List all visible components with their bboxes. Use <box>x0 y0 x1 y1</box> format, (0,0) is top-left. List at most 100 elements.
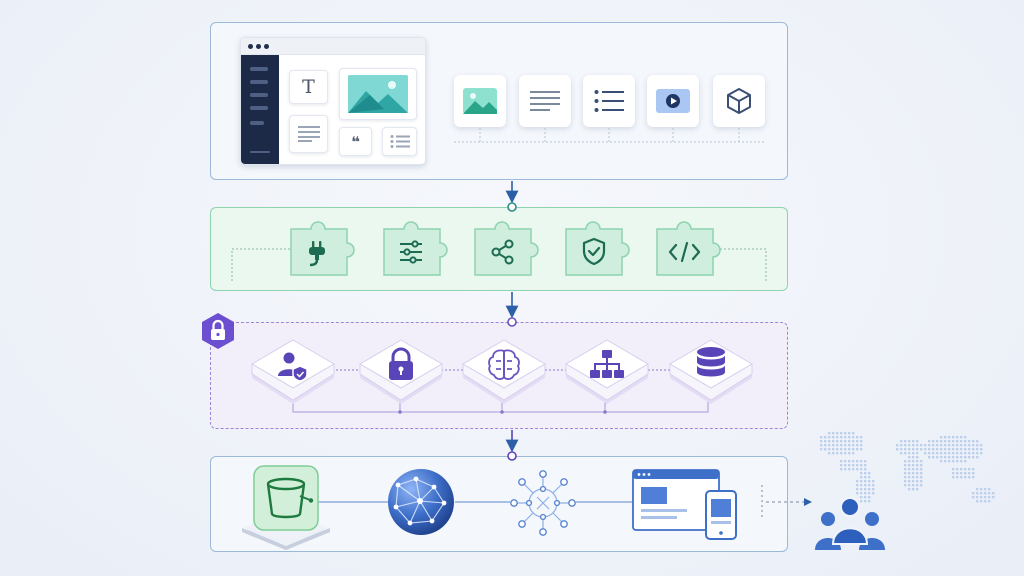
text-block-glyph: T <box>302 76 315 98</box>
plugin-share[interactable] <box>471 221 541 279</box>
distributed-nodes[interactable] <box>508 468 578 538</box>
core-access-control[interactable] <box>356 338 446 408</box>
map-dot <box>916 484 919 487</box>
map-dot <box>896 448 899 451</box>
map-dot <box>852 444 855 447</box>
map-dot <box>912 448 915 451</box>
content-type-list[interactable] <box>583 75 635 127</box>
map-dot <box>848 448 851 451</box>
core-database[interactable] <box>666 338 756 408</box>
map-dot <box>844 452 847 455</box>
map-dot <box>908 448 911 451</box>
plugin-connector[interactable] <box>287 221 357 279</box>
core-identity-service[interactable] <box>248 338 338 408</box>
map-dot <box>916 452 919 455</box>
map-dot <box>840 464 843 467</box>
map-dot <box>940 436 943 439</box>
map-dot <box>908 440 911 443</box>
landscape-image-icon <box>348 75 408 113</box>
plugin-code[interactable] <box>653 221 723 279</box>
map-dot <box>836 440 839 443</box>
content-type-video[interactable] <box>647 75 699 127</box>
multi-device-delivery[interactable] <box>632 469 740 543</box>
core-ai-service[interactable] <box>459 338 549 408</box>
map-dot <box>960 436 963 439</box>
map-dot <box>852 448 855 451</box>
plugin-settings[interactable] <box>380 221 450 279</box>
puzzle-piece <box>383 221 448 276</box>
map-dot <box>900 448 903 451</box>
map-dot <box>972 472 975 475</box>
text-block[interactable]: T <box>289 70 328 104</box>
map-dot <box>956 472 959 475</box>
map-dot <box>864 496 867 499</box>
content-type-3d-model[interactable] <box>713 75 765 127</box>
map-dot <box>924 448 927 451</box>
map-dot <box>836 444 839 447</box>
map-dot <box>952 448 955 451</box>
map-dot <box>968 468 971 471</box>
map-dot <box>856 440 859 443</box>
map-dot <box>936 444 939 447</box>
map-dot <box>844 440 847 443</box>
map-dot <box>968 444 971 447</box>
map-dot <box>908 472 911 475</box>
map-dot <box>980 488 983 491</box>
map-dot <box>980 448 983 451</box>
map-dot <box>856 480 859 483</box>
map-dot <box>920 460 923 463</box>
map-dot <box>908 468 911 471</box>
map-dot <box>968 448 971 451</box>
quote-block[interactable]: ❝ <box>339 127 372 156</box>
map-dot <box>912 464 915 467</box>
map-dot <box>920 476 923 479</box>
map-dot <box>852 452 855 455</box>
map-dot <box>928 456 931 459</box>
map-dot <box>960 444 963 447</box>
core-workflow-service[interactable] <box>562 338 652 408</box>
map-dot <box>912 456 915 459</box>
hex-node <box>565 339 649 404</box>
map-dot <box>852 440 855 443</box>
map-dot <box>964 436 967 439</box>
map-dot <box>964 460 967 463</box>
map-dot <box>972 452 975 455</box>
brain-icon <box>488 349 520 380</box>
list-block[interactable] <box>382 127 417 156</box>
map-dot <box>980 500 983 503</box>
map-dot <box>912 460 915 463</box>
paragraph-block[interactable] <box>289 115 328 153</box>
map-dot <box>972 496 975 499</box>
map-dot <box>840 436 843 439</box>
map-dot <box>912 444 915 447</box>
map-dot <box>860 484 863 487</box>
hierarchy-icon <box>590 350 624 378</box>
map-dot <box>872 480 875 483</box>
map-dot <box>964 440 967 443</box>
plugin-security[interactable] <box>562 221 632 279</box>
map-dot <box>860 500 863 503</box>
global-network[interactable] <box>386 467 456 537</box>
storage-bucket[interactable] <box>240 462 332 552</box>
map-dot <box>980 496 983 499</box>
puzzle-piece <box>565 221 630 276</box>
map-dot <box>944 460 947 463</box>
map-dot <box>988 500 991 503</box>
map-dot <box>832 436 835 439</box>
map-dot <box>848 444 851 447</box>
map-dot <box>844 432 847 435</box>
paragraph-icon <box>530 91 560 111</box>
window-dot <box>256 44 261 49</box>
map-dot <box>980 492 983 495</box>
content-type-image[interactable] <box>454 75 506 127</box>
map-dot <box>860 488 863 491</box>
map-dot <box>848 440 851 443</box>
map-dot <box>956 448 959 451</box>
map-dot <box>848 436 851 439</box>
map-dot <box>952 452 955 455</box>
map-dot <box>956 456 959 459</box>
map-dot <box>840 440 843 443</box>
content-type-text[interactable] <box>519 75 571 127</box>
image-block[interactable] <box>339 68 417 120</box>
map-dot <box>964 472 967 475</box>
